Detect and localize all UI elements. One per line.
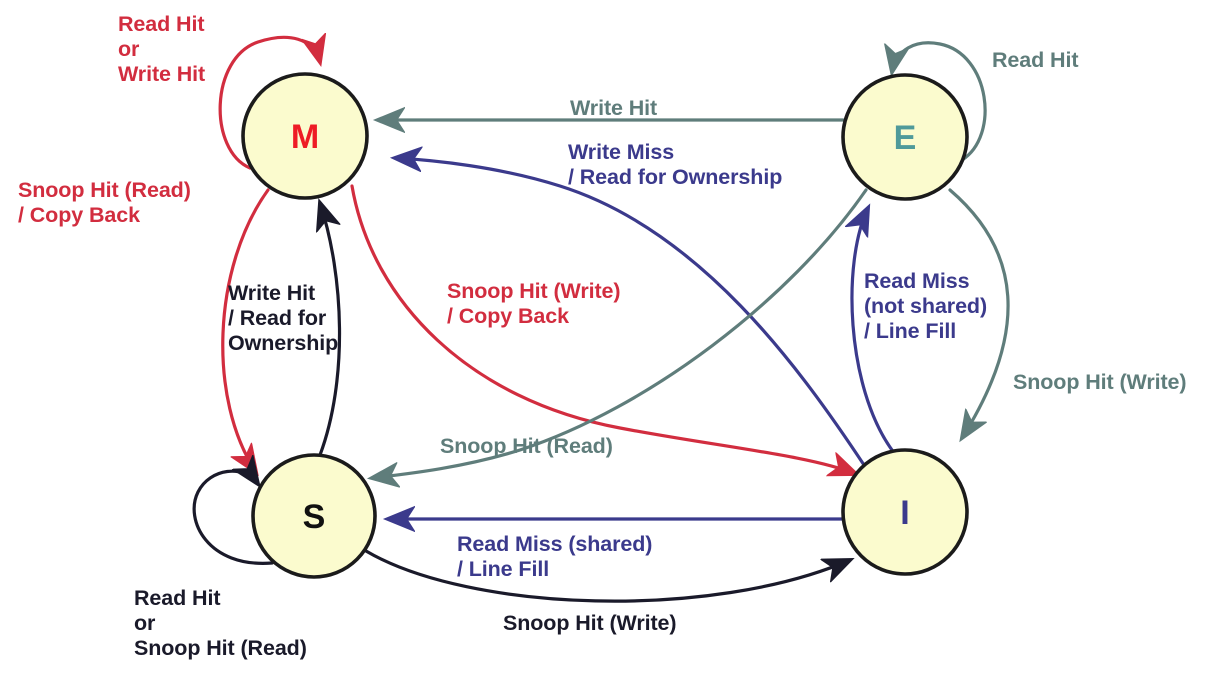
edge-m-to-m — [218, 37, 320, 170]
edge-label-e-to-m: Write Hit — [570, 96, 658, 120]
edge-label-m-to-s: Snoop Hit (Read) / Copy Back — [18, 178, 191, 227]
state-circle-s[interactable] — [251, 453, 377, 579]
edge-e-to-i — [948, 188, 1010, 438]
state-node-i[interactable]: I — [841, 448, 969, 576]
state-node-s[interactable]: S — [251, 453, 377, 579]
state-circle-i[interactable] — [841, 448, 969, 576]
state-node-m[interactable]: M — [241, 72, 369, 200]
edge-s-to-i — [364, 549, 850, 603]
edge-s-to-s — [192, 471, 274, 565]
edge-label-i-to-e: Read Miss (not shared) / Line Fill — [864, 269, 988, 343]
state-node-e[interactable]: E — [841, 73, 969, 201]
state-label-s: S — [303, 498, 326, 536]
edge-e-to-e — [892, 41, 987, 162]
edge-m-to-s — [221, 188, 270, 472]
edge-label-i-to-m: Write Miss / Read for Ownership — [568, 140, 783, 189]
edge-label-s-to-m: Write Hit / Read for Ownership — [228, 281, 339, 355]
edge-s-to-m — [320, 203, 340, 457]
edge-label-e-to-i: Snoop Hit (Write) — [1013, 370, 1187, 394]
edge-i-to-m — [395, 158, 868, 470]
state-circle-m[interactable] — [241, 72, 369, 200]
state-label-m: M — [291, 118, 319, 156]
state-label-e: E — [894, 119, 917, 157]
edge-label-s-to-i: Snoop Hit (Write) — [503, 611, 677, 635]
state-label-i: I — [900, 494, 909, 532]
edge-label-m-to-m: Read Hit or Write Hit — [118, 12, 206, 86]
edge-i-to-e — [852, 208, 894, 452]
edge-label-e-to-e: Read Hit — [992, 48, 1079, 72]
state-circle-e[interactable] — [841, 73, 969, 201]
edge-e-to-s — [372, 188, 868, 478]
edge-label-s-to-s: Read Hit or Snoop Hit (Read) — [134, 586, 307, 660]
edge-label-m-to-i: Snoop Hit (Write) / Copy Back — [447, 279, 621, 328]
edge-m-to-i — [350, 184, 856, 474]
edge-label-i-to-s: Read Miss (shared) / Line Fill — [457, 532, 653, 581]
edge-label-e-to-s: Snoop Hit (Read) — [440, 434, 613, 458]
